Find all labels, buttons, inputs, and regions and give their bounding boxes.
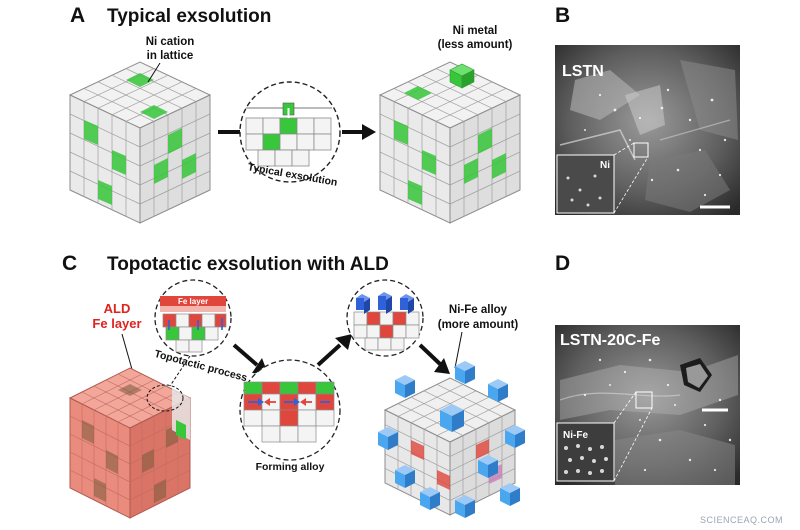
ni-cation-label-line1: Ni cation (146, 36, 195, 48)
ni-metal-label-line2: (less amount) (438, 39, 513, 51)
flow-arrow-final (418, 343, 442, 366)
panel-a-letter: A (70, 4, 85, 27)
panel-d: D LSTN-20 (555, 252, 740, 485)
panel-c-letter: C (62, 252, 77, 275)
ald-coated-cube (68, 367, 192, 519)
alloy-label-line1: Ni-Fe alloy (449, 304, 508, 316)
right-flow-arrowhead (362, 124, 376, 140)
panel-a: A Typical exsolution (68, 4, 522, 224)
alloy-exsolved-cube (378, 361, 525, 518)
ald-label-line2: Fe layer (92, 316, 141, 331)
panel-c-title: Topotactic exsolution with ALD (107, 254, 389, 275)
alloy-zoom-circle (346, 279, 424, 357)
panel-a-title: Typical exsolution (107, 6, 271, 27)
typical-exsolution-zoom-circle (239, 81, 341, 183)
right-perovskite-cube (378, 61, 522, 224)
alloy-label-line2: (more amount) (438, 319, 519, 331)
lstn-20c-fe-label: LSTN-20C-Fe (560, 332, 661, 349)
ni-fe-inset-label: Ni-Fe (563, 430, 588, 441)
flow-arrowhead-final (434, 358, 450, 374)
ni-cation-pointer (147, 62, 161, 83)
lstn-label: LSTN (562, 63, 604, 80)
flow-arrow-up (316, 343, 342, 367)
sem-image-lstn (555, 45, 740, 215)
exsolved-ni-particle (449, 63, 475, 89)
flow-arrow-down (232, 343, 259, 367)
ni-inset-label: Ni (600, 160, 610, 171)
sem-inset-ni (556, 154, 615, 214)
left-perovskite-cube (68, 61, 212, 224)
sem-image-lstn-20c-fe (555, 325, 740, 485)
sem-zoom-box-d (635, 391, 653, 409)
watermark: SCIENCEAQ.COM (700, 515, 783, 525)
flow-arrowhead-up (335, 334, 352, 350)
forming-alloy-label: Forming alloy (256, 461, 325, 473)
fe-layer-zoom-circle (154, 279, 232, 357)
ald-label-line1: ALD (104, 301, 131, 316)
fe-layer-small-label: Fe layer (178, 297, 208, 306)
forming-alloy-zoom-circle (239, 359, 341, 461)
alloy-pointer (454, 331, 463, 369)
panel-d-letter: D (555, 252, 570, 275)
ni-metal-label-line1: Ni metal (453, 25, 498, 37)
topotactic-focus-ellipse (146, 384, 184, 412)
panel-c: C Topotactic exsolution with ALD ALD Fe … (62, 252, 525, 519)
sem-zoom-box (633, 142, 649, 158)
panel-b: B LSTN (555, 4, 740, 215)
panel-b-letter: B (555, 4, 570, 27)
ni-cation-label-line2: in lattice (147, 50, 194, 62)
